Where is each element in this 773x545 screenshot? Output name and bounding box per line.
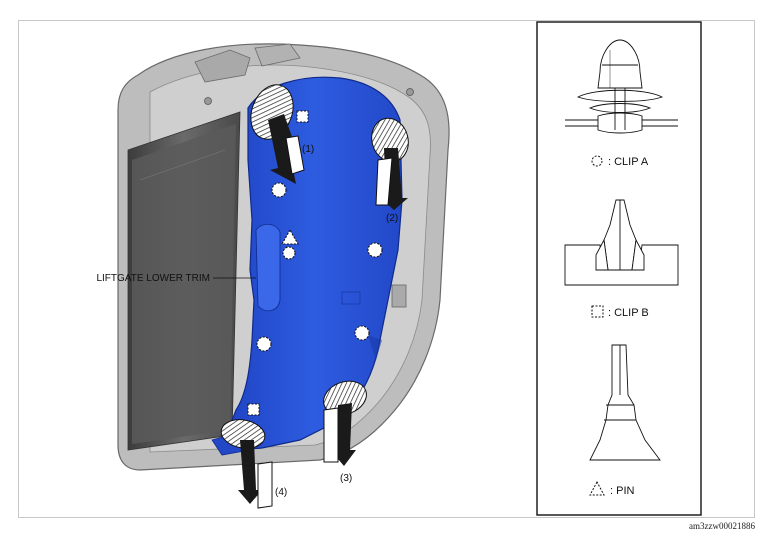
- clip-b-legend-icon: [591, 305, 604, 318]
- rear-glass: [127, 111, 241, 451]
- clip-b-markers: [247, 110, 309, 416]
- clip-b-drawing: [564, 199, 679, 286]
- step-3-label: (3): [340, 473, 352, 484]
- removal-step-1: [250, 84, 305, 184]
- clip-a-legend-icon: [591, 155, 603, 167]
- clip-b-marker: [247, 403, 260, 416]
- clip-b-marker: [296, 110, 309, 123]
- step-2-label: (2): [386, 213, 398, 224]
- clip-a-marker: [367, 242, 383, 258]
- clip-a-drawing: [565, 39, 678, 134]
- clip-b-label: : CLIP B: [608, 307, 649, 319]
- clip-a-marker: [354, 325, 370, 341]
- clip-a-marker: [271, 182, 287, 198]
- step-1-label: (1): [302, 144, 314, 155]
- removal-step-2: [371, 117, 409, 210]
- legend-panel: : CLIP A : CLIP B : PIN: [536, 21, 702, 516]
- trim-label: LIFTGATE LOWER TRIM: [96, 273, 210, 284]
- clip-a-marker: [282, 246, 296, 260]
- pin-marker: [281, 228, 299, 245]
- figure-code: am3zzw00021886: [689, 521, 755, 531]
- pin-drawing: [589, 344, 661, 461]
- clip-a-label: : CLIP A: [608, 156, 649, 168]
- pin-legend-icon: [589, 480, 605, 496]
- removal-step-3: [323, 380, 367, 466]
- removal-step-4: [220, 419, 273, 509]
- clip-a-marker: [256, 336, 272, 352]
- step-4-label: (4): [275, 487, 287, 498]
- pin-label: : PIN: [610, 485, 635, 497]
